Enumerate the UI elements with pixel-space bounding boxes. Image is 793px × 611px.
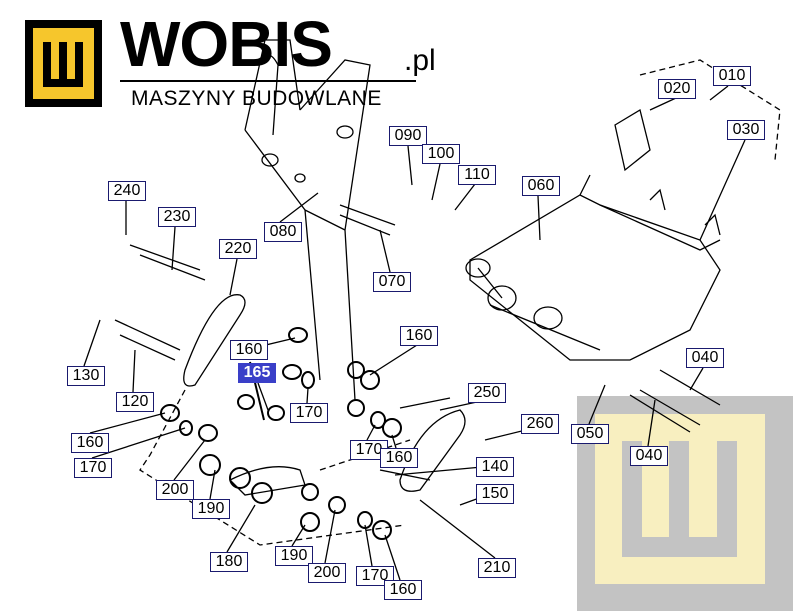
part-label-110: 110 bbox=[458, 165, 496, 185]
part-label-100: 100 bbox=[422, 144, 460, 164]
part-label-150: 150 bbox=[476, 484, 514, 504]
part-label-200: 200 bbox=[308, 563, 346, 583]
part-label-165: 165 bbox=[238, 363, 276, 383]
part-label-160: 160 bbox=[400, 326, 438, 346]
part-label-230: 230 bbox=[158, 207, 196, 227]
part-label-260: 260 bbox=[521, 414, 559, 434]
brand-domain-suffix: .pl bbox=[404, 44, 436, 77]
part-label-120: 120 bbox=[116, 392, 154, 412]
brand-name: WOBIS bbox=[120, 8, 333, 80]
part-label-010: 010 bbox=[713, 66, 751, 86]
part-label-140: 140 bbox=[476, 457, 514, 477]
wobis-logo-icon bbox=[25, 20, 102, 107]
part-label-170: 170 bbox=[290, 403, 328, 423]
part-label-040: 040 bbox=[686, 348, 724, 368]
brand-tagline: MASZYNY BUDOWLANE bbox=[131, 87, 382, 110]
part-label-190: 190 bbox=[192, 499, 230, 519]
part-label-130: 130 bbox=[67, 366, 105, 386]
part-label-020: 020 bbox=[658, 79, 696, 99]
watermark-w-icon bbox=[595, 414, 765, 584]
part-label-210: 210 bbox=[478, 558, 516, 578]
part-label-180: 180 bbox=[210, 552, 248, 572]
part-label-040: 040 bbox=[630, 446, 668, 466]
part-label-160: 160 bbox=[384, 580, 422, 600]
brand-divider bbox=[120, 80, 416, 82]
part-label-250: 250 bbox=[468, 383, 506, 403]
part-label-190: 190 bbox=[275, 546, 313, 566]
part-label-050: 050 bbox=[571, 424, 609, 444]
part-label-090: 090 bbox=[389, 126, 427, 146]
part-label-170: 170 bbox=[350, 440, 388, 460]
part-label-160: 160 bbox=[380, 448, 418, 468]
part-label-200: 200 bbox=[156, 480, 194, 500]
part-label-060: 060 bbox=[522, 176, 560, 196]
part-label-220: 220 bbox=[219, 239, 257, 259]
part-label-170: 170 bbox=[74, 458, 112, 478]
part-label-160: 160 bbox=[71, 433, 109, 453]
part-label-070: 070 bbox=[373, 272, 411, 292]
part-label-030: 030 bbox=[727, 120, 765, 140]
part-label-080: 080 bbox=[264, 222, 302, 242]
part-label-160: 160 bbox=[230, 340, 268, 360]
watermark-logo bbox=[577, 396, 793, 611]
part-label-240: 240 bbox=[108, 181, 146, 201]
